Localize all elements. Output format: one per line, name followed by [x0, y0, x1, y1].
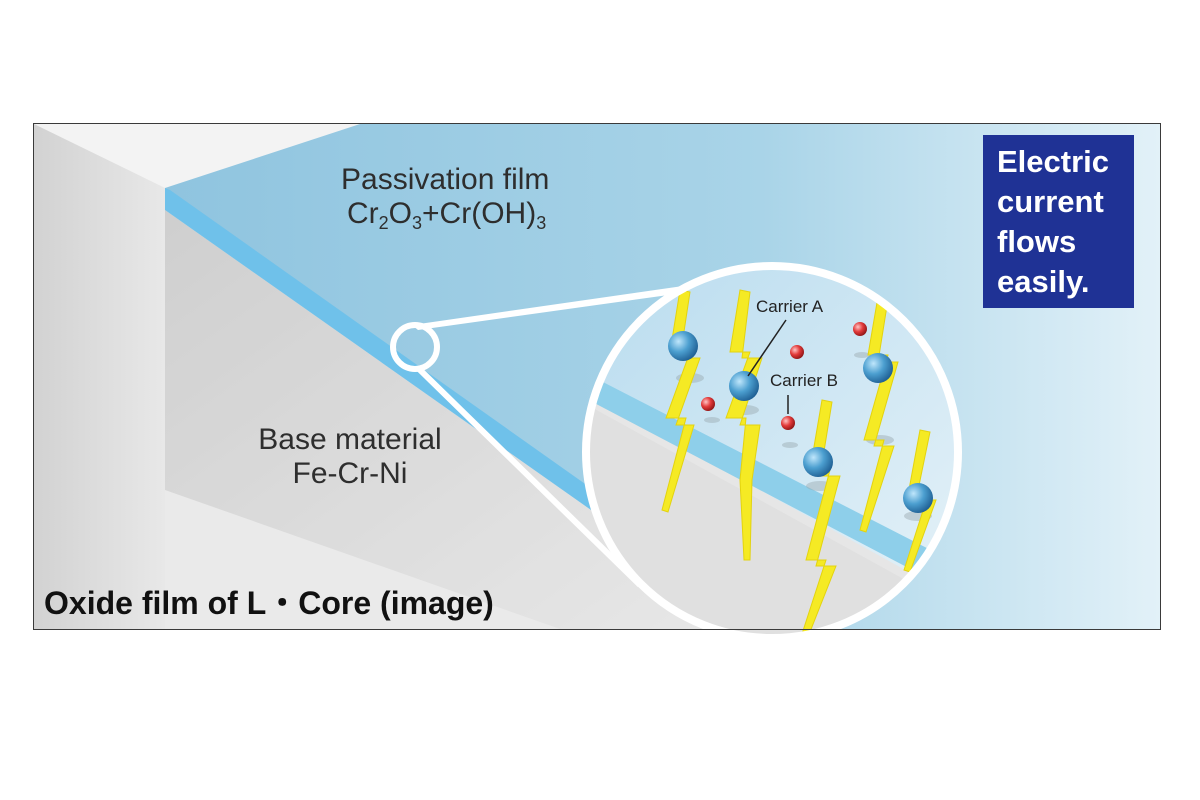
magnifier-lens-rim: [582, 262, 962, 642]
carrier-a-particle: [803, 447, 833, 477]
formula-subscript: 3: [536, 213, 547, 233]
magnified-view: [582, 262, 962, 642]
magnifier-connector-top: [412, 285, 690, 330]
badge-line: flows: [997, 224, 1077, 259]
carrier-b-particle: [701, 397, 715, 411]
badge-line: current: [997, 184, 1104, 219]
carrier-a-label: Carrier A: [756, 297, 824, 316]
carrier-b-particle: [853, 322, 867, 336]
base-material-title: Base material: [258, 423, 442, 456]
badge-line: easily.: [997, 264, 1090, 299]
carrier-b-label: Carrier B: [770, 371, 839, 390]
electric-current-badge: Electric current flows easily.: [983, 135, 1134, 308]
carrier-a-particle: [729, 371, 759, 401]
formula-part: Cr: [347, 197, 379, 230]
diagram-caption: Oxide film of L・Core (image): [44, 585, 494, 621]
carrier-a-leader: [747, 319, 787, 377]
carrier-b-particle: [790, 345, 804, 359]
passivation-film-formula: Cr2O3+Cr(OH)3: [341, 197, 549, 233]
formula-subscript: 2: [378, 213, 389, 233]
formula-part: O: [388, 197, 413, 230]
magnifier-connector-bottom: [415, 365, 643, 588]
formula-part: +Cr(OH): [422, 197, 537, 230]
passivation-film-label: Passivation film Cr2O3+Cr(OH)3: [341, 163, 550, 233]
base-material-label: Base material Fe-Cr-Ni: [239, 423, 461, 491]
carrier-a-particle: [903, 483, 933, 513]
carrier-a-particle: [668, 331, 698, 361]
passivation-film-title: Passivation film: [341, 163, 550, 196]
badge-line: Electric: [997, 144, 1110, 179]
carrier-b-particle: [781, 416, 795, 430]
formula-subscript: 3: [412, 213, 423, 233]
carrier-a-particle: [863, 353, 893, 383]
block-side-face: [34, 124, 165, 629]
base-material-composition: Fe-Cr-Ni: [292, 457, 408, 490]
